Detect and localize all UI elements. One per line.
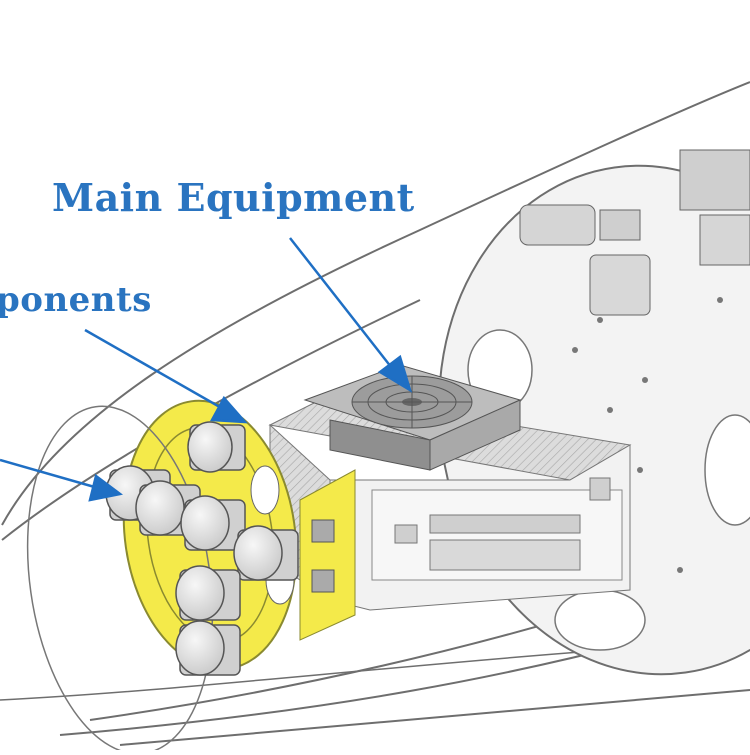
arrow-main-equipment xyxy=(289,237,413,393)
component-can xyxy=(180,495,246,551)
component-can xyxy=(175,620,241,676)
components-label: ponents xyxy=(0,280,152,320)
callout-arrows xyxy=(0,237,413,502)
component-can xyxy=(175,565,241,621)
main-equipment-box xyxy=(268,364,632,611)
component-cans xyxy=(105,421,299,676)
main-equipment-label: Main Equipment xyxy=(52,175,415,220)
component-can xyxy=(187,421,246,473)
component-can xyxy=(233,525,299,581)
arrow-components-lower xyxy=(0,458,123,502)
outer-shell xyxy=(0,81,750,746)
arrow-components-upper xyxy=(84,328,248,424)
